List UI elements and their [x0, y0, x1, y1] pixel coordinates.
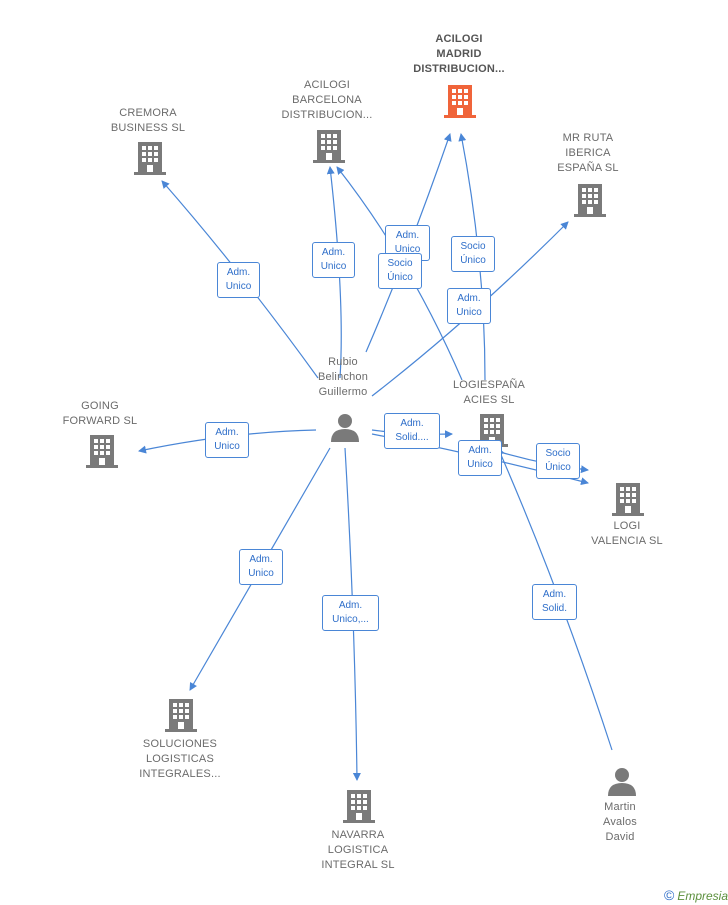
node-label-martin[interactable]: Martin Avalos David — [602, 801, 638, 843]
edge-label-soluciones[interactable]: Adm. Unico — [239, 549, 283, 585]
building-icon-acilogi-madrid[interactable] — [444, 83, 476, 119]
person-icon-martin[interactable] — [606, 764, 638, 800]
edge-label-valencia-socio[interactable]: Socio Único — [536, 443, 580, 479]
node-label-acilogi-madrid[interactable]: ACILOGI MADRID DISTRIBUCION... — [413, 33, 505, 75]
node-label-soluciones[interactable]: SOLUCIONES LOGISTICAS INTEGRALES... — [139, 738, 221, 780]
edge-rubio-barcelona — [326, 166, 342, 379]
edge-label-mr-ruta[interactable]: Adm. Unico — [447, 288, 491, 324]
building-icon-going-forward[interactable] — [86, 433, 118, 469]
person-icon-rubio[interactable] — [329, 410, 361, 446]
footer-brand: ©Empresia — [664, 887, 728, 903]
building-icon-soluciones[interactable] — [165, 697, 197, 733]
building-icon-navarra[interactable] — [343, 788, 375, 824]
node-label-acilogi-barcelona[interactable]: ACILOGI BARCELONA DISTRIBUCION... — [281, 79, 373, 121]
edge-label-madrid-socio-barcelona[interactable]: Socio Único — [378, 253, 422, 289]
node-label-going-forward[interactable]: GOING FORWARD SL — [62, 400, 138, 427]
edge-label-navarra[interactable]: Adm. Unico,... — [322, 595, 379, 631]
building-icon-cremora[interactable] — [134, 140, 166, 176]
edge-label-madrid-socio-logiespana[interactable]: Socio Único — [451, 236, 495, 272]
node-label-rubio[interactable]: Rubio Belinchon Guillermo — [317, 356, 369, 398]
building-icon-logi-valencia[interactable] — [612, 481, 644, 517]
building-icon-mr-ruta[interactable] — [574, 182, 606, 218]
node-label-logi-valencia[interactable]: LOGI VALENCIA SL — [591, 520, 663, 547]
brand-logo: Empresia — [677, 889, 728, 903]
edge-label-cremora[interactable]: Adm. Unico — [217, 262, 260, 298]
node-label-cremora[interactable]: CREMORA BUSINESS SL — [110, 107, 186, 134]
edge-label-barcelona[interactable]: Adm. Unico — [312, 242, 355, 278]
building-icon-acilogi-barcelona[interactable] — [313, 128, 345, 164]
edge-label-going[interactable]: Adm. Unico — [205, 422, 249, 458]
edge-label-valencia-adm[interactable]: Adm. Unico — [458, 440, 502, 476]
copyright-icon: © — [663, 887, 675, 903]
node-label-navarra[interactable]: NAVARRA LOGISTICA INTEGRAL SL — [321, 829, 395, 871]
node-label-logiespana[interactable]: LOGIESPAÑA ACIES SL — [452, 379, 526, 406]
edge-label-martin[interactable]: Adm. Solid. — [532, 584, 577, 620]
edge-label-logiespana[interactable]: Adm. Solid.... — [384, 413, 440, 449]
node-label-mr-ruta[interactable]: MR RUTA IBERICA ESPAÑA SL — [557, 132, 619, 174]
